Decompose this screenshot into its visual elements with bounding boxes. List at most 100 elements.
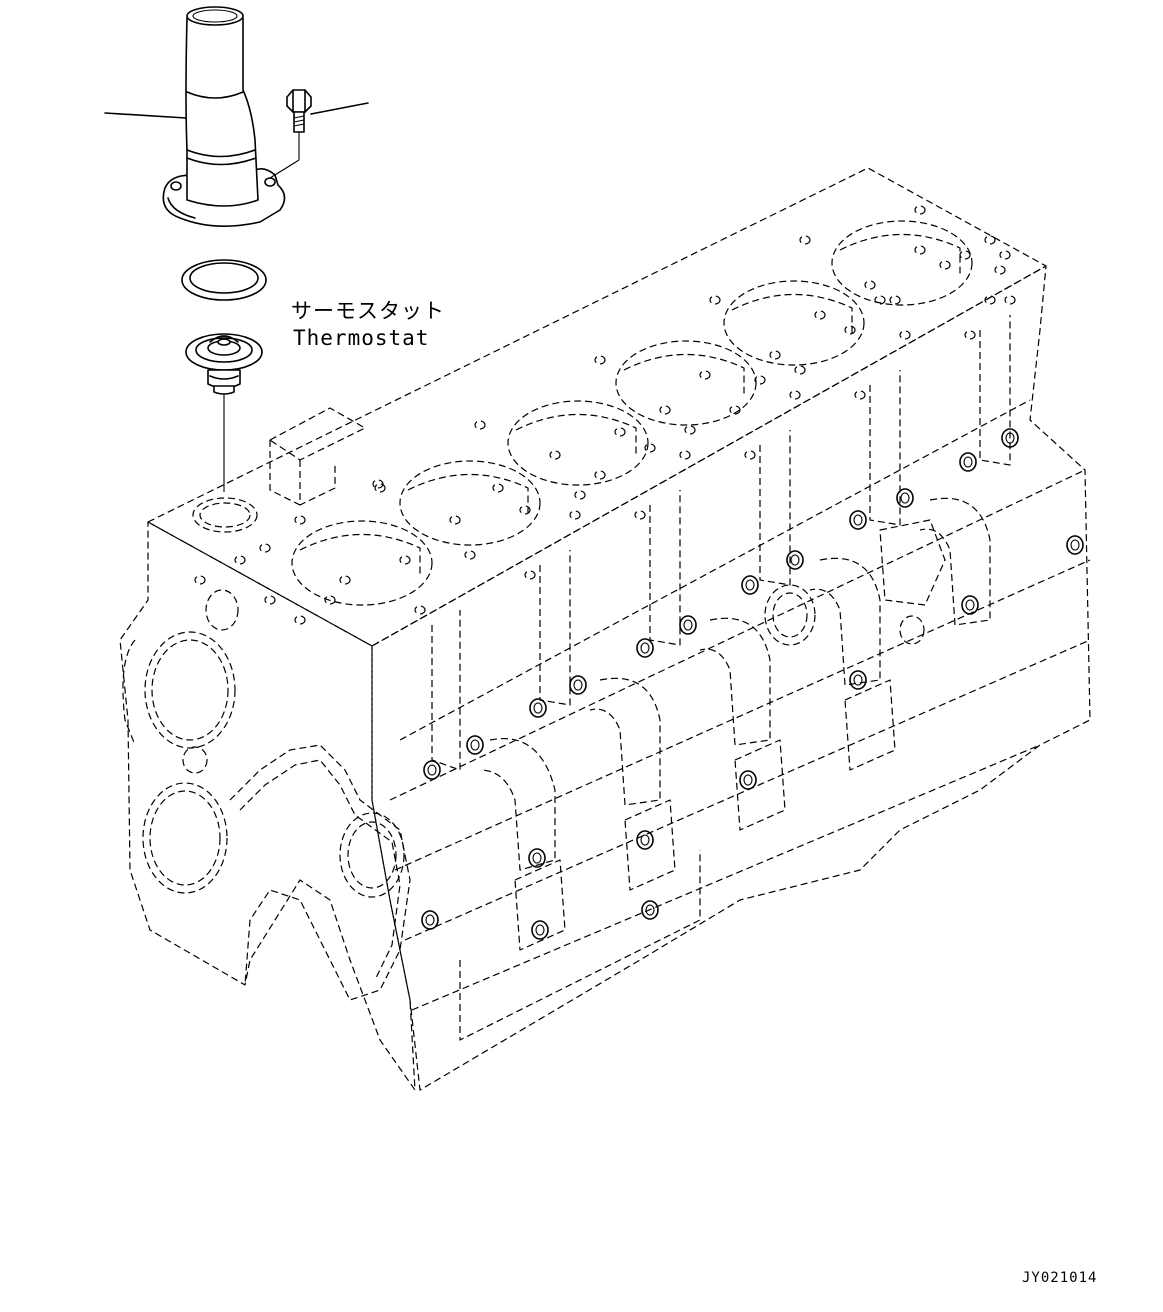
deck-hole [464,550,476,560]
deck-hole [549,450,561,460]
deck-hole [194,575,206,585]
deck-hole [634,510,646,520]
bolt-boss-inner [532,852,542,864]
deck-hole [684,425,696,435]
bolt-boss-inner [535,924,545,936]
deck-hole [994,265,1006,275]
bolt-boss-inner [1005,432,1015,444]
pipe-body [185,17,259,207]
front-bore-right [339,812,405,898]
bolt-boss [849,670,867,690]
deck-hole [294,615,306,625]
bolt-boss-inner [790,554,800,566]
cylinder-bore-5 [723,280,865,366]
deck-hole [679,450,691,460]
bolt-boss-inner [900,492,910,504]
deck-hole [372,479,384,489]
deck-hole [569,510,581,520]
deck-hole [644,443,656,453]
bolt-boss-inner [745,579,755,591]
deck-hole [744,450,756,460]
bolt-boss [959,452,977,472]
bolt-boss-inner [640,642,650,654]
bolt-boss-inner [573,679,583,691]
deck-hole [492,483,504,493]
cylinder-bore-2 [399,460,541,546]
thermostat-boss [269,407,366,461]
bolt-boss [636,830,654,850]
cylinder-bore-6 [831,220,973,306]
deck-hole [939,260,951,270]
bolt-boss-inner [640,834,650,846]
bolt-boss [739,770,757,790]
front-face-features [122,589,411,1001]
bolt-boss-inner [965,599,975,611]
callout-label-ja: サーモスタット [291,299,445,323]
bolt-boss-inner [963,456,973,468]
deck-hole [709,295,721,305]
thermostat [185,333,263,395]
bolt-boss-inner [425,914,435,926]
deck-hole [754,375,766,385]
bolt-boss-inner [853,674,863,686]
bolt-boss-inner [470,739,480,751]
side-ribs [389,315,1091,1041]
bolt-boss [531,920,549,940]
deck-hole [699,370,711,380]
bolt-boss [1001,428,1019,448]
deck-hole [659,405,671,415]
front-bore-lower [142,782,228,894]
bolt-boss [528,848,546,868]
bolt-boss [741,575,759,595]
deck-hole [984,235,996,245]
deck-hole [914,245,926,255]
deck-hole [814,310,826,320]
cylinder-bore-4 [615,340,757,426]
bolt-boss-inner [743,774,753,786]
cylinder-bore-1 [291,520,433,606]
deck-hole [999,250,1011,260]
bolt-boss [896,488,914,508]
bolt-boss [466,735,484,755]
deck-hole [294,515,306,525]
bolt-boss [529,698,547,718]
thermostat-assembly: サーモスタット Thermostat [104,6,445,492]
deck-hole [259,543,271,553]
block-top-deck [147,167,1047,647]
gasket [181,259,267,301]
bolt-boss [961,595,979,615]
bolt-boss [569,675,587,695]
deck-hole [844,325,856,335]
deck-hole [399,555,411,565]
bolt-boss-inner [645,904,655,916]
bolt-boss [679,615,697,635]
deck-hole [729,405,741,415]
deck-hole [769,350,781,360]
deck-hole [594,355,606,365]
cylinder-bores [291,220,973,606]
bolt-boss [636,638,654,658]
bolt-boss [1066,535,1084,555]
deck-hole [524,570,536,580]
engine-block [119,167,1091,1091]
deck-hole [574,490,586,500]
deck-hole [899,330,911,340]
deck-hole [789,390,801,400]
cylinder-bore-3 [507,400,649,486]
block-thermostat-bore [192,497,258,533]
block-front-face [119,521,416,1091]
deck-hole [614,427,626,437]
deck-hole [914,205,926,215]
deck-hole [474,420,486,430]
deck-hole [889,295,901,305]
deck-hole [339,575,351,585]
bolt-boss [421,910,439,930]
deck-hole [874,295,886,305]
drawing-code: JY021014 [1022,1270,1097,1286]
deck-hole [449,515,461,525]
bolt-head [286,89,312,113]
bolt-boss-inner [427,764,437,776]
deck-holes [194,205,1016,625]
